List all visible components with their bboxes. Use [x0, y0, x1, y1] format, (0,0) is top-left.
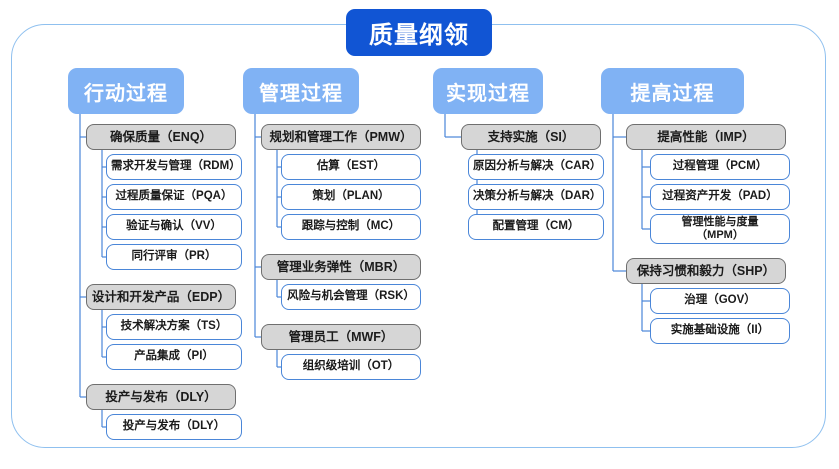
leaf-box-pqa[interactable]: 过程质量保证（PQA） [106, 184, 242, 210]
group-box-enq[interactable]: 确保质量（ENQ） [86, 124, 236, 150]
column-header-improve[interactable]: 提高过程 [601, 68, 744, 114]
group-box-pmw[interactable]: 规划和管理工作（PMW） [261, 124, 421, 150]
leaf-box-vv[interactable]: 验证与确认（VV） [106, 214, 242, 240]
leaf-box-gov[interactable]: 治理（GOV） [650, 288, 790, 314]
column-header-manage[interactable]: 管理过程 [243, 68, 359, 114]
group-box-mbr[interactable]: 管理业务弹性（MBR） [261, 254, 421, 280]
leaf-box-dly-child[interactable]: 投产与发布（DLY） [106, 414, 242, 440]
leaf-box-pcm[interactable]: 过程管理（PCM） [650, 154, 790, 180]
leaf-box-rdm[interactable]: 需求开发与管理（RDM） [106, 154, 242, 180]
leaf-box-ii[interactable]: 实施基础设施（II） [650, 318, 790, 344]
group-box-edp[interactable]: 设计和开发产品（EDP） [86, 284, 236, 310]
leaf-box-plan[interactable]: 策划（PLAN） [281, 184, 421, 210]
leaf-box-rsk[interactable]: 风险与机会管理（RSK） [281, 284, 421, 310]
leaf-box-pad[interactable]: 过程资产开发（PAD） [650, 184, 790, 210]
leaf-box-dar[interactable]: 决策分析与解决（DAR） [468, 184, 604, 210]
leaf-box-mpm[interactable]: 管理性能与度量（MPM） [650, 214, 790, 244]
leaf-box-cm[interactable]: 配置管理（CM） [468, 214, 604, 240]
group-box-shp[interactable]: 保持习惯和毅力（SHP） [626, 258, 786, 284]
leaf-box-ts[interactable]: 技术解决方案（TS） [106, 314, 242, 340]
leaf-box-pr[interactable]: 同行评审（PR） [106, 244, 242, 270]
group-box-imp[interactable]: 提高性能（IMP） [626, 124, 786, 150]
leaf-box-mc[interactable]: 跟踪与控制（MC） [281, 214, 421, 240]
leaf-box-pi[interactable]: 产品集成（PI） [106, 344, 242, 370]
column-header-action[interactable]: 行动过程 [68, 68, 184, 114]
group-box-mwf[interactable]: 管理员工（MWF） [261, 324, 421, 350]
group-box-si[interactable]: 支持实施（SI） [461, 124, 601, 150]
page-title: 质量纲领 [346, 9, 492, 56]
column-header-realize[interactable]: 实现过程 [433, 68, 543, 114]
leaf-box-ot[interactable]: 组织级培训（OT） [281, 354, 421, 380]
leaf-box-car[interactable]: 原因分析与解决（CAR） [468, 154, 604, 180]
group-box-dly[interactable]: 投产与发布（DLY） [86, 384, 236, 410]
leaf-box-est[interactable]: 估算（EST） [281, 154, 421, 180]
